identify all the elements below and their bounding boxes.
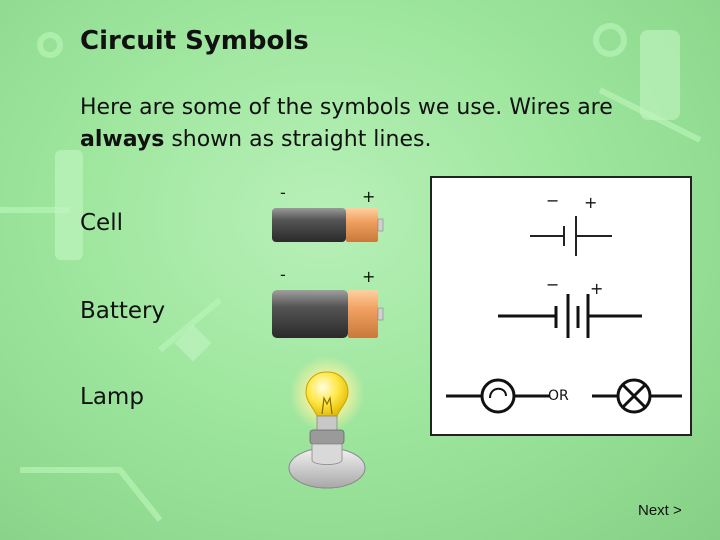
- cell-picture-plus-sign: +: [362, 187, 375, 206]
- cell-symbol: − +: [530, 191, 612, 256]
- cell-picture-minus-sign: -: [280, 183, 286, 202]
- lamp-symbol-filament: [446, 378, 550, 414]
- row-label-cell: Cell: [80, 210, 123, 236]
- battery-symbol: − +: [498, 276, 642, 338]
- lamp-symbol-cross: [592, 378, 682, 414]
- cell-body: [272, 208, 346, 242]
- lamp-picture: [288, 356, 366, 489]
- cell-cap: [346, 208, 378, 242]
- battery-picture-plus-sign: +: [362, 267, 375, 286]
- intro-text: Here are some of the symbols we use. Wir…: [80, 92, 680, 156]
- cell-symbol-plus-sign: +: [584, 193, 597, 212]
- battery-body: [272, 290, 348, 338]
- or-label: OR: [548, 388, 569, 404]
- battery-terminal: [377, 307, 384, 321]
- battery-symbol-minus-sign: −: [546, 276, 559, 294]
- circuit-symbols-panel: − + − + OR: [430, 176, 692, 436]
- cell-terminal: [377, 218, 384, 232]
- intro-text-start: Here are some of the symbols we use. Wir…: [80, 95, 613, 120]
- page-title: Circuit Symbols: [80, 26, 309, 56]
- battery-cap: [348, 290, 378, 338]
- next-button[interactable]: Next >: [638, 502, 682, 519]
- cell-picture: - +: [272, 183, 384, 242]
- bulb-filament: [321, 395, 333, 415]
- row-label-lamp: Lamp: [80, 384, 144, 410]
- battery-symbol-plus-sign: +: [590, 279, 603, 298]
- lamp-stem: [311, 443, 343, 465]
- row-label-battery: Battery: [80, 298, 166, 324]
- intro-text-end: shown as straight lines.: [164, 127, 432, 152]
- cell-symbol-minus-sign: −: [546, 191, 559, 210]
- battery-picture-minus-sign: -: [280, 266, 286, 284]
- intro-text-emphasis: always: [80, 127, 165, 152]
- battery-picture: - +: [272, 266, 384, 338]
- lamp-holder: [309, 429, 345, 445]
